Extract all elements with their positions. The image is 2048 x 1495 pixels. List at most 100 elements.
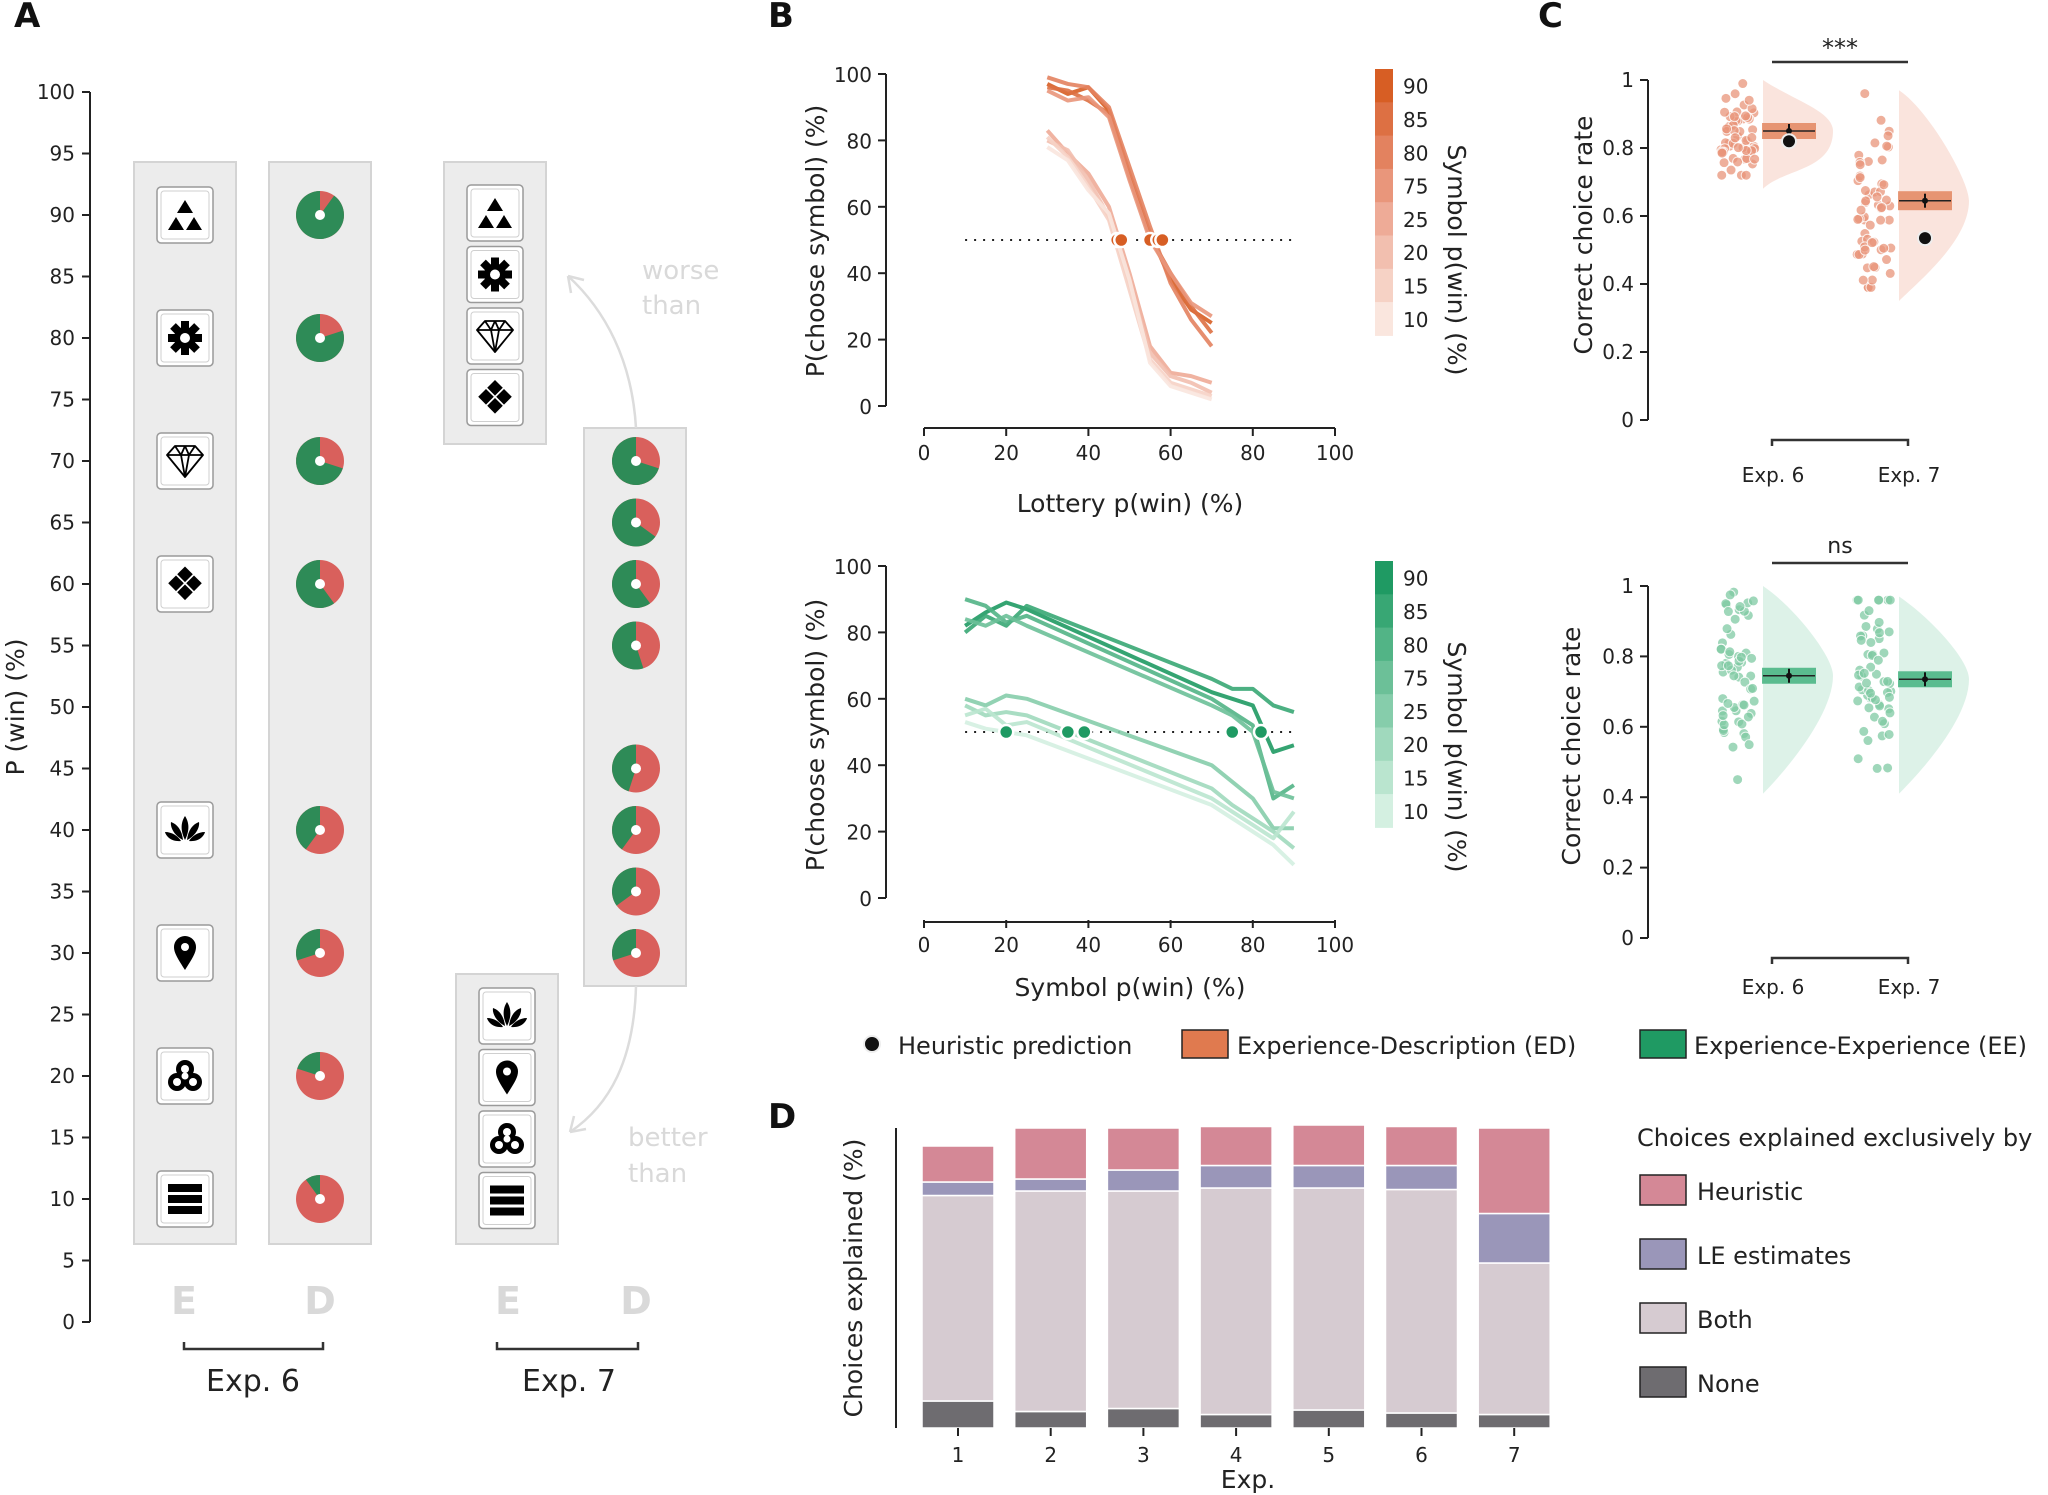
panel-letter-a: A <box>14 0 41 36</box>
colorbar-tick-label: 85 <box>1403 600 1428 624</box>
subject-point <box>1866 237 1878 249</box>
subject-point <box>1722 606 1734 618</box>
bar-segment-both <box>1477 1262 1551 1416</box>
symbol-inner-frame <box>482 1176 532 1225</box>
subject-point <box>1872 654 1884 666</box>
d-legend-title: Choices explained exclusively by <box>1637 1124 2032 1152</box>
symbol-inner-frame <box>482 1053 532 1102</box>
trefoil-icon <box>156 1047 214 1105</box>
exp7-bracket <box>495 1342 640 1351</box>
column-label-d-exp6: D <box>304 1279 336 1323</box>
subject-point <box>1716 147 1728 159</box>
a-ytick-label: 15 <box>50 1126 75 1150</box>
density-violin <box>1763 586 1833 794</box>
c-top-ticks: 00.20.40.60.81 <box>1602 68 1648 432</box>
x-tick-label: 60 <box>1158 933 1183 957</box>
colorbar-tick-label: 90 <box>1403 75 1428 99</box>
colorbar-tick-label: 10 <box>1403 308 1428 332</box>
lottery-pie <box>612 498 660 547</box>
pie-win-slice <box>611 744 636 792</box>
a-ytick-label: 40 <box>50 818 75 842</box>
bars-icon-glyph <box>168 1184 202 1214</box>
symbol-frame <box>466 307 524 365</box>
heuristic-prediction-point <box>1917 230 1933 247</box>
y-tick-label: 100 <box>834 63 872 87</box>
colorbar-tick-label: 85 <box>1403 108 1428 132</box>
d-legend-swatch <box>1639 1366 1687 1398</box>
panel-c-top: 00.20.40.60.81 Correct choice rate Exp. … <box>1569 34 1969 487</box>
pie-win-slice <box>612 867 636 906</box>
c-bottom-significance: ns <box>1827 534 1852 559</box>
colorbar-tick-label: 80 <box>1403 633 1428 657</box>
c-ytick-label: 0 <box>1621 926 1634 950</box>
series-line-90 <box>964 600 1295 754</box>
mean-dot <box>1786 672 1792 679</box>
bar-segment-heuristic <box>1013 1127 1088 1180</box>
pie-center <box>315 579 325 589</box>
lottery-pie <box>296 929 344 977</box>
b-top-y-label: P(choose symbol) (%) <box>801 105 830 378</box>
lottery-pie <box>612 929 660 977</box>
bar-segment-both <box>1292 1187 1366 1411</box>
pie-center <box>631 763 641 774</box>
bar-segment-le-estimates <box>1477 1212 1551 1264</box>
c-ytick-label: 0.4 <box>1602 272 1634 296</box>
panel-a-symbols <box>156 184 536 1230</box>
lotus-icon <box>478 987 536 1045</box>
a-ytick-label: 80 <box>50 326 75 350</box>
legend-bc: Heuristic prediction Experience-Descript… <box>863 1029 2027 1060</box>
better-than-arrowhead <box>568 1115 587 1134</box>
diamond-icon <box>156 432 214 490</box>
b-bottom-colorbar-label: Symbol p(win) (%) <box>1442 642 1471 873</box>
heuristic-prediction-point <box>1781 133 1797 150</box>
subject-point <box>1883 691 1895 703</box>
lottery-pie <box>295 560 344 608</box>
exp6-label: Exp. 6 <box>206 1364 300 1399</box>
a-ytick-label: 75 <box>50 388 75 412</box>
series-line-80 <box>1046 75 1214 348</box>
c-bottom-xcat-exp7: Exp. 7 <box>1878 975 1941 999</box>
y-tick-label: 80 <box>847 621 872 645</box>
lottery-pie <box>612 867 660 916</box>
subject-point <box>1743 94 1755 106</box>
heuristic-point <box>997 723 1015 741</box>
subject-point <box>1725 164 1737 176</box>
bar-segment-heuristic <box>921 1145 995 1183</box>
y-tick-label: 40 <box>847 262 872 286</box>
d-xtick-label: 7 <box>1508 1443 1521 1467</box>
mean-dot <box>1786 128 1792 134</box>
legend-heuristic-label: Heuristic prediction <box>898 1032 1132 1060</box>
bar-segment-none <box>1477 1413 1551 1429</box>
symbol-frame <box>156 555 214 613</box>
colorbar-segment <box>1375 135 1393 170</box>
bar-segment-both <box>921 1194 995 1402</box>
pie-win-slice <box>612 621 644 670</box>
a-ytick-label: 100 <box>37 80 75 104</box>
subject-point <box>1859 88 1871 100</box>
y-tick-label: 40 <box>847 754 872 778</box>
a-ytick-label: 30 <box>50 941 75 965</box>
symbol-inner-frame <box>470 373 520 422</box>
subject-point <box>1870 668 1882 680</box>
symbol-inner-frame <box>160 805 210 855</box>
lottery-pie <box>296 437 344 485</box>
subject-point <box>1739 676 1751 688</box>
b-bottom-x-label: Symbol p(win) (%) <box>1015 973 1246 1002</box>
a-ytick-label: 45 <box>50 757 75 781</box>
c-top-xcat-exp6: Exp. 6 <box>1742 463 1805 487</box>
subject-point <box>1728 111 1740 123</box>
series-line-10 <box>1046 145 1213 402</box>
bar-segment-heuristic <box>1477 1127 1551 1215</box>
a-ytick-label: 85 <box>50 265 75 289</box>
colorbar-tick-label: 20 <box>1403 241 1428 265</box>
y-tick-label: 60 <box>847 688 872 712</box>
heuristic-point <box>1252 723 1270 741</box>
lottery-pie <box>296 1052 344 1100</box>
x-tick-label: 100 <box>1316 933 1354 957</box>
c-ytick-label: 0.2 <box>1602 856 1634 880</box>
bar-segment-le-estimates <box>921 1181 995 1197</box>
subject-point <box>1721 123 1733 135</box>
subject-point <box>1748 695 1760 707</box>
